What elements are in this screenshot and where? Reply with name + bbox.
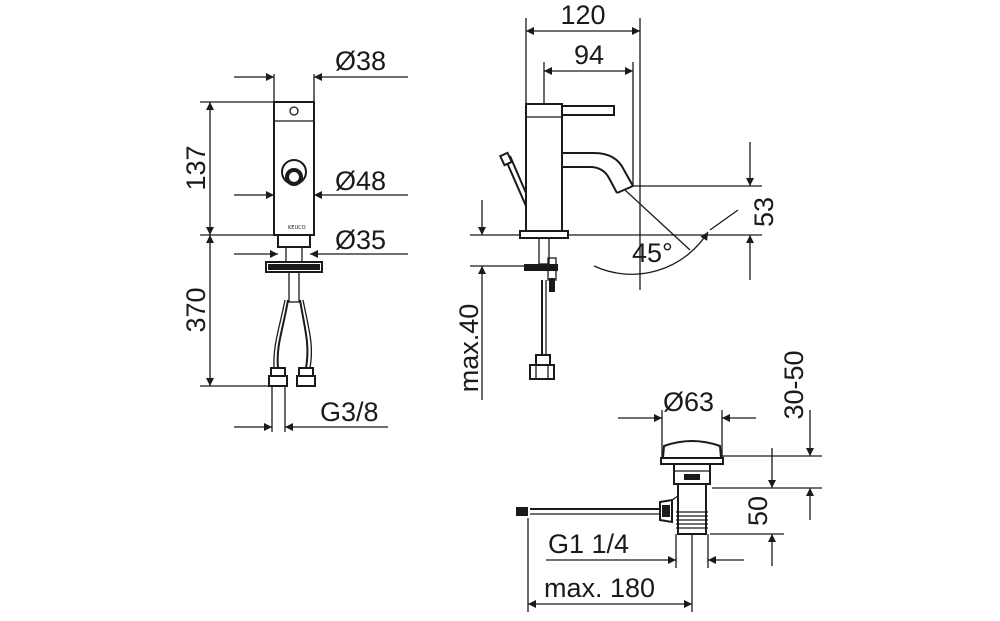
front-view: KEUCO Ø38 Ø48 Ø35 bbox=[181, 46, 408, 432]
front-base bbox=[277, 234, 311, 248]
dim-diameter-63: Ø63 bbox=[663, 387, 714, 417]
dim-width-120: 120 bbox=[560, 0, 605, 30]
front-hose-right bbox=[299, 299, 309, 369]
dim-max-40: max.40 bbox=[454, 304, 484, 393]
side-spout bbox=[562, 152, 634, 187]
dim-height-50: 50 bbox=[743, 496, 773, 526]
dim-height-370: 370 bbox=[181, 287, 211, 332]
side-lever-handle bbox=[561, 105, 615, 116]
dim-angle-45: 45° bbox=[632, 238, 673, 268]
dim-height-53: 53 bbox=[749, 197, 779, 227]
drain-view: Ø63 30-50 50 G1 1/4 max. 180 bbox=[516, 350, 822, 612]
dim-diameter-35: Ø35 bbox=[335, 225, 386, 255]
side-view: 120 94 53 45° max.40 bbox=[454, 0, 779, 400]
drain-cap bbox=[661, 440, 723, 459]
dim-width-94: 94 bbox=[574, 40, 604, 70]
drain-thread bbox=[676, 511, 708, 529]
front-hose-left bbox=[276, 299, 289, 369]
dim-thread-g38: G3/8 bbox=[320, 397, 379, 427]
dim-height-137: 137 bbox=[181, 145, 211, 190]
dim-diameter-48: Ø48 bbox=[335, 166, 386, 196]
dim-range-30-50: 30-50 bbox=[779, 350, 809, 419]
dim-diameter-38: Ø38 bbox=[335, 46, 386, 76]
dim-thread-g114: G1 1/4 bbox=[548, 529, 629, 559]
brand-mark: KEUCO bbox=[288, 225, 306, 231]
side-base bbox=[519, 230, 569, 239]
side-pop-up-rod bbox=[504, 157, 527, 207]
angle-line-45 bbox=[624, 189, 691, 251]
dim-max-180: max. 180 bbox=[544, 573, 655, 603]
side-faucet-body bbox=[525, 103, 563, 232]
front-indicator-dot bbox=[289, 106, 299, 116]
